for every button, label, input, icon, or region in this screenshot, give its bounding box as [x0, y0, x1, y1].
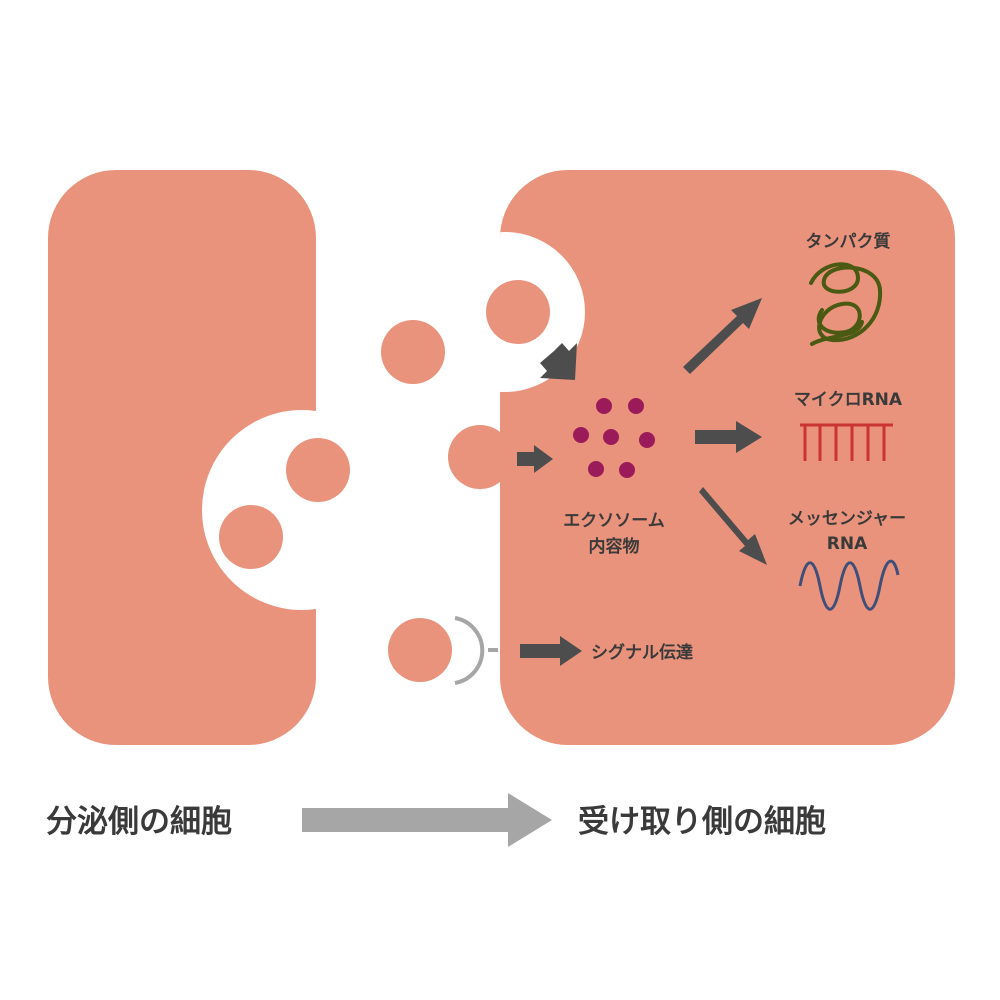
receiving-cell-label: 受け取り側の細胞: [578, 804, 826, 840]
uptake-arrow: [540, 343, 577, 380]
free-exosome-top: [381, 320, 445, 384]
arrow-to-messenger-rna: [699, 487, 767, 565]
messenger-rna-label-line1: メッセンジャー: [788, 509, 906, 529]
exosome-contents: [573, 398, 655, 478]
exosome-in-pocket-2: [219, 505, 283, 569]
receptor-icon: [454, 616, 498, 685]
free-exosome-fusing: [448, 425, 512, 489]
secreting-cell: [48, 170, 350, 745]
arrow-to-signal: [520, 636, 582, 666]
signal-label: シグナル伝達: [591, 642, 693, 663]
free-exosome-bottom: [388, 618, 452, 682]
arrow-to-protein: [683, 298, 762, 374]
tangled-coil-icon: [809, 262, 883, 346]
exosome-in-uptake-pocket: [486, 280, 550, 344]
arrow-to-micro-rna: [695, 421, 762, 453]
exosome-label-line2: 内容物: [589, 536, 640, 557]
exosome-in-pocket-1: [286, 438, 350, 502]
protein-label: タンパク質: [806, 231, 891, 252]
receiving-cell: [486, 170, 955, 745]
wave-strand-icon: [798, 559, 900, 611]
secreting-cell-label: 分泌側の細胞: [46, 804, 232, 840]
comb-strand-icon: [800, 423, 893, 461]
flow-arrow: [302, 793, 552, 847]
micro-rna-label: マイクロRNA: [794, 390, 903, 410]
fusion-arrow: [517, 445, 553, 473]
messenger-rna-label-line2: RNA: [827, 534, 868, 554]
exosome-label-line1: エクソソーム: [563, 511, 665, 531]
vesicle-pocket: [202, 410, 316, 610]
